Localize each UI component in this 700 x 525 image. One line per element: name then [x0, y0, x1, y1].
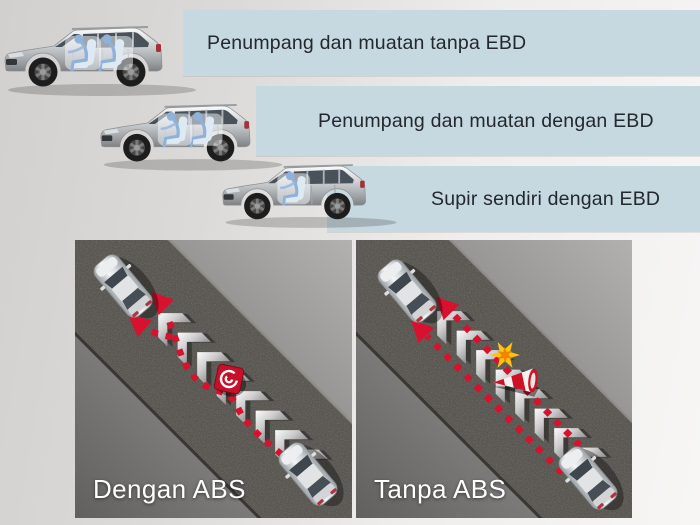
with-abs-label: Dengan ABS — [93, 474, 246, 504]
approaching-car-top-view — [551, 439, 625, 517]
crash-starburst-icon — [490, 342, 520, 368]
ebd-row-label: Penumpang dan muatan tanpa EBD — [207, 31, 527, 54]
stopped-car-top-view — [86, 247, 160, 325]
brake-disc-icon — [213, 363, 247, 397]
without-abs-label: Tanpa ABS — [374, 474, 507, 504]
ebd-row-label: Supir sendiri dengan EBD — [431, 187, 661, 210]
suv-side-view-driver-only-image — [220, 146, 402, 237]
with-abs-scene — [75, 240, 352, 518]
approaching-car-top-view — [271, 435, 345, 513]
ebd-row-label: Penumpang dan muatan dengan EBD — [318, 109, 654, 132]
without-abs-scene — [356, 240, 632, 518]
ebd-label-band-2: Penumpang dan muatan dengan EBD — [256, 86, 700, 156]
panel-with-abs: Dengan ABS — [75, 240, 352, 518]
ebd-label-band-1: Penumpang dan muatan tanpa EBD — [183, 10, 700, 76]
stopped-car-top-view — [370, 252, 444, 330]
abs-swerve-path — [120, 284, 296, 467]
panel-without-abs: Tanpa ABS — [356, 240, 632, 518]
